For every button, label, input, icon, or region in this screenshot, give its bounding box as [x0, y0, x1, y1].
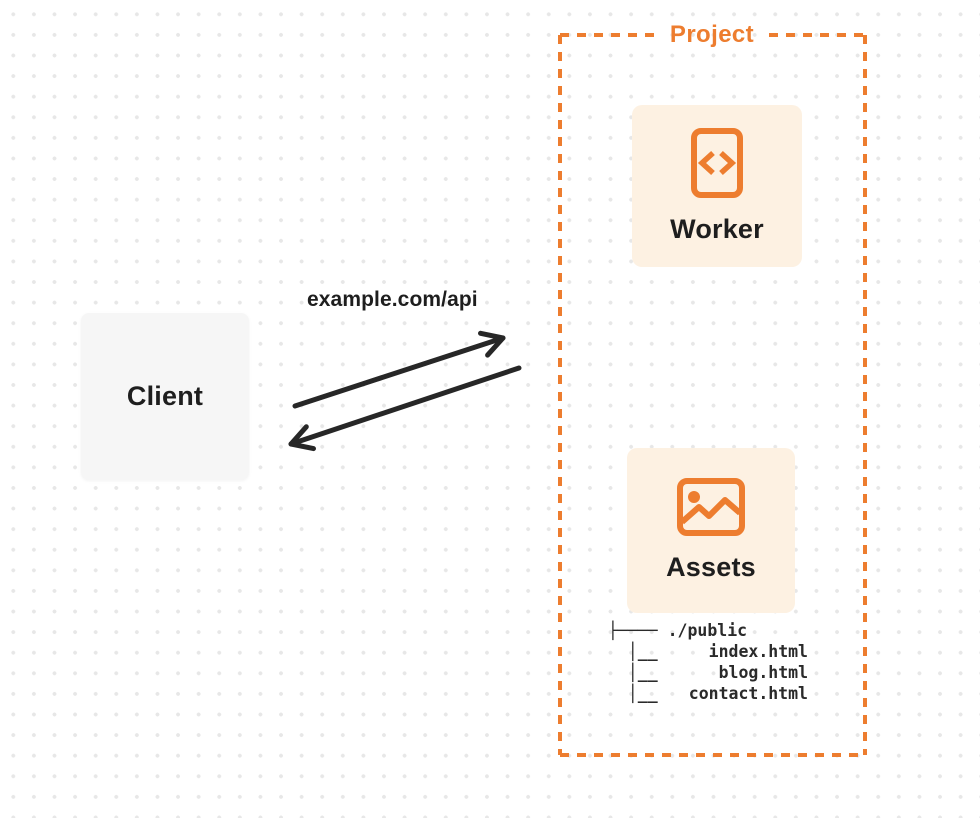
request-arrowhead-icon: [478, 330, 506, 358]
file-name: index.html: [708, 642, 808, 661]
image-icon: [677, 478, 745, 536]
client-label: Client: [126, 381, 204, 411]
request-url-label: example.com/api: [307, 288, 478, 311]
tree-branch-glyph: │__: [608, 663, 658, 682]
file-name: blog.html: [718, 663, 808, 682]
file-tree-files: │__ index.html │__ blog.html │__ contact.ht…: [608, 641, 808, 704]
worker-node[interactable]: Worker: [632, 105, 802, 267]
code-icon: [691, 127, 743, 198]
client-node[interactable]: Client: [81, 313, 249, 480]
tree-branch-glyph: ├────: [608, 621, 668, 640]
worker-label: Worker: [670, 213, 764, 244]
file-tree: ├──── ./public │__ index.html │__ blog.htm…: [608, 620, 808, 704]
folder-name: ./public: [667, 621, 748, 640]
file-name: contact.html: [688, 684, 808, 703]
response-arrowhead-icon: [288, 424, 316, 452]
assets-node[interactable]: Assets: [627, 448, 795, 613]
assets-label: Assets: [666, 552, 756, 582]
request-arrow: [292, 330, 506, 409]
tree-branch-glyph: │__: [608, 684, 658, 703]
response-arrow: [288, 365, 522, 452]
file-tree-root-row: ├──── ./public: [608, 620, 808, 641]
tree-branch-glyph: │__: [608, 642, 658, 661]
file-tree-row: │__ blog.html: [608, 662, 808, 683]
file-tree-row: │__ contact.html: [608, 683, 808, 704]
file-tree-row: │__ index.html: [608, 641, 808, 662]
project-group-label: Project: [669, 21, 755, 48]
